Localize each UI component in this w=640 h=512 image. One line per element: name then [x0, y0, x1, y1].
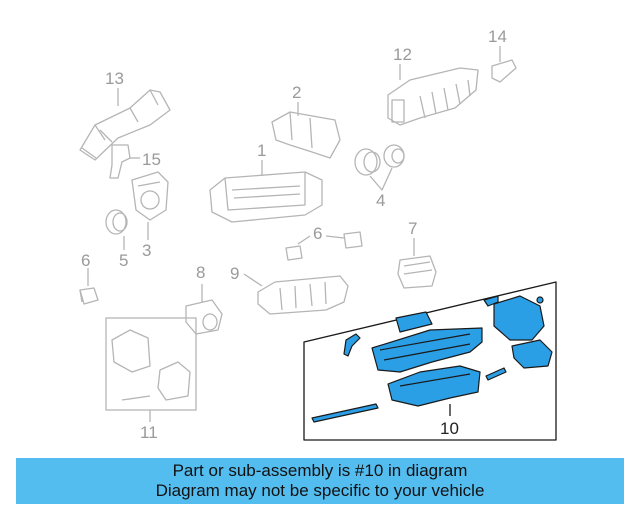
part-12-duct[interactable]: [387, 67, 479, 126]
part-13-duct[interactable]: [79, 89, 171, 161]
part-14-clip[interactable]: [491, 59, 517, 83]
part-4-round-vents[interactable]: [354, 144, 405, 176]
part-11-inset[interactable]: [105, 317, 197, 411]
callout-5: 5: [119, 251, 129, 270]
part-9-center-vent[interactable]: [257, 275, 349, 315]
callout-3: 3: [142, 241, 152, 260]
part-3-vent[interactable]: [131, 171, 169, 221]
banner-line-1: Part or sub-assembly is #10 in diagram: [172, 461, 468, 480]
callout-2: 2: [292, 83, 302, 102]
leader-4: [369, 167, 393, 191]
callout-4: 4: [376, 191, 386, 210]
callout-7: 7: [408, 219, 418, 238]
part-10-outline: [303, 281, 557, 441]
callout-6-left: 6: [81, 251, 91, 270]
part-1-center-register[interactable]: [209, 171, 323, 223]
part-10-assembly[interactable]: [311, 295, 553, 423]
callout-9: 9: [230, 264, 240, 283]
part-8-side-vent[interactable]: [185, 299, 223, 335]
part-6-clip-left[interactable]: [79, 287, 99, 305]
callout-6-middle: 6: [313, 224, 323, 243]
callout-10: 10: [440, 419, 459, 438]
callout-14: 14: [488, 27, 507, 46]
callout-11: 11: [140, 423, 158, 442]
callout-12: 12: [393, 45, 412, 64]
callout-15: 15: [142, 150, 161, 169]
part-6-clips-middle[interactable]: [285, 231, 363, 261]
part-7-side-vent[interactable]: [397, 255, 437, 289]
callout-1: 1: [257, 141, 267, 160]
part-2-bracket[interactable]: [271, 111, 341, 159]
part-15-bracket[interactable]: [109, 144, 131, 179]
banner-line-2: Diagram may not be specific to your vehi…: [155, 481, 485, 500]
leader-9: [243, 273, 263, 287]
part-5-round-vent[interactable]: [105, 209, 128, 235]
callout-8: 8: [196, 263, 206, 282]
leader-6-middle: [297, 235, 345, 245]
parts-diagram: [79, 46, 557, 441]
info-banner: Part or sub-assembly is #10 in diagram D…: [16, 458, 624, 504]
callout-13: 13: [105, 69, 124, 88]
